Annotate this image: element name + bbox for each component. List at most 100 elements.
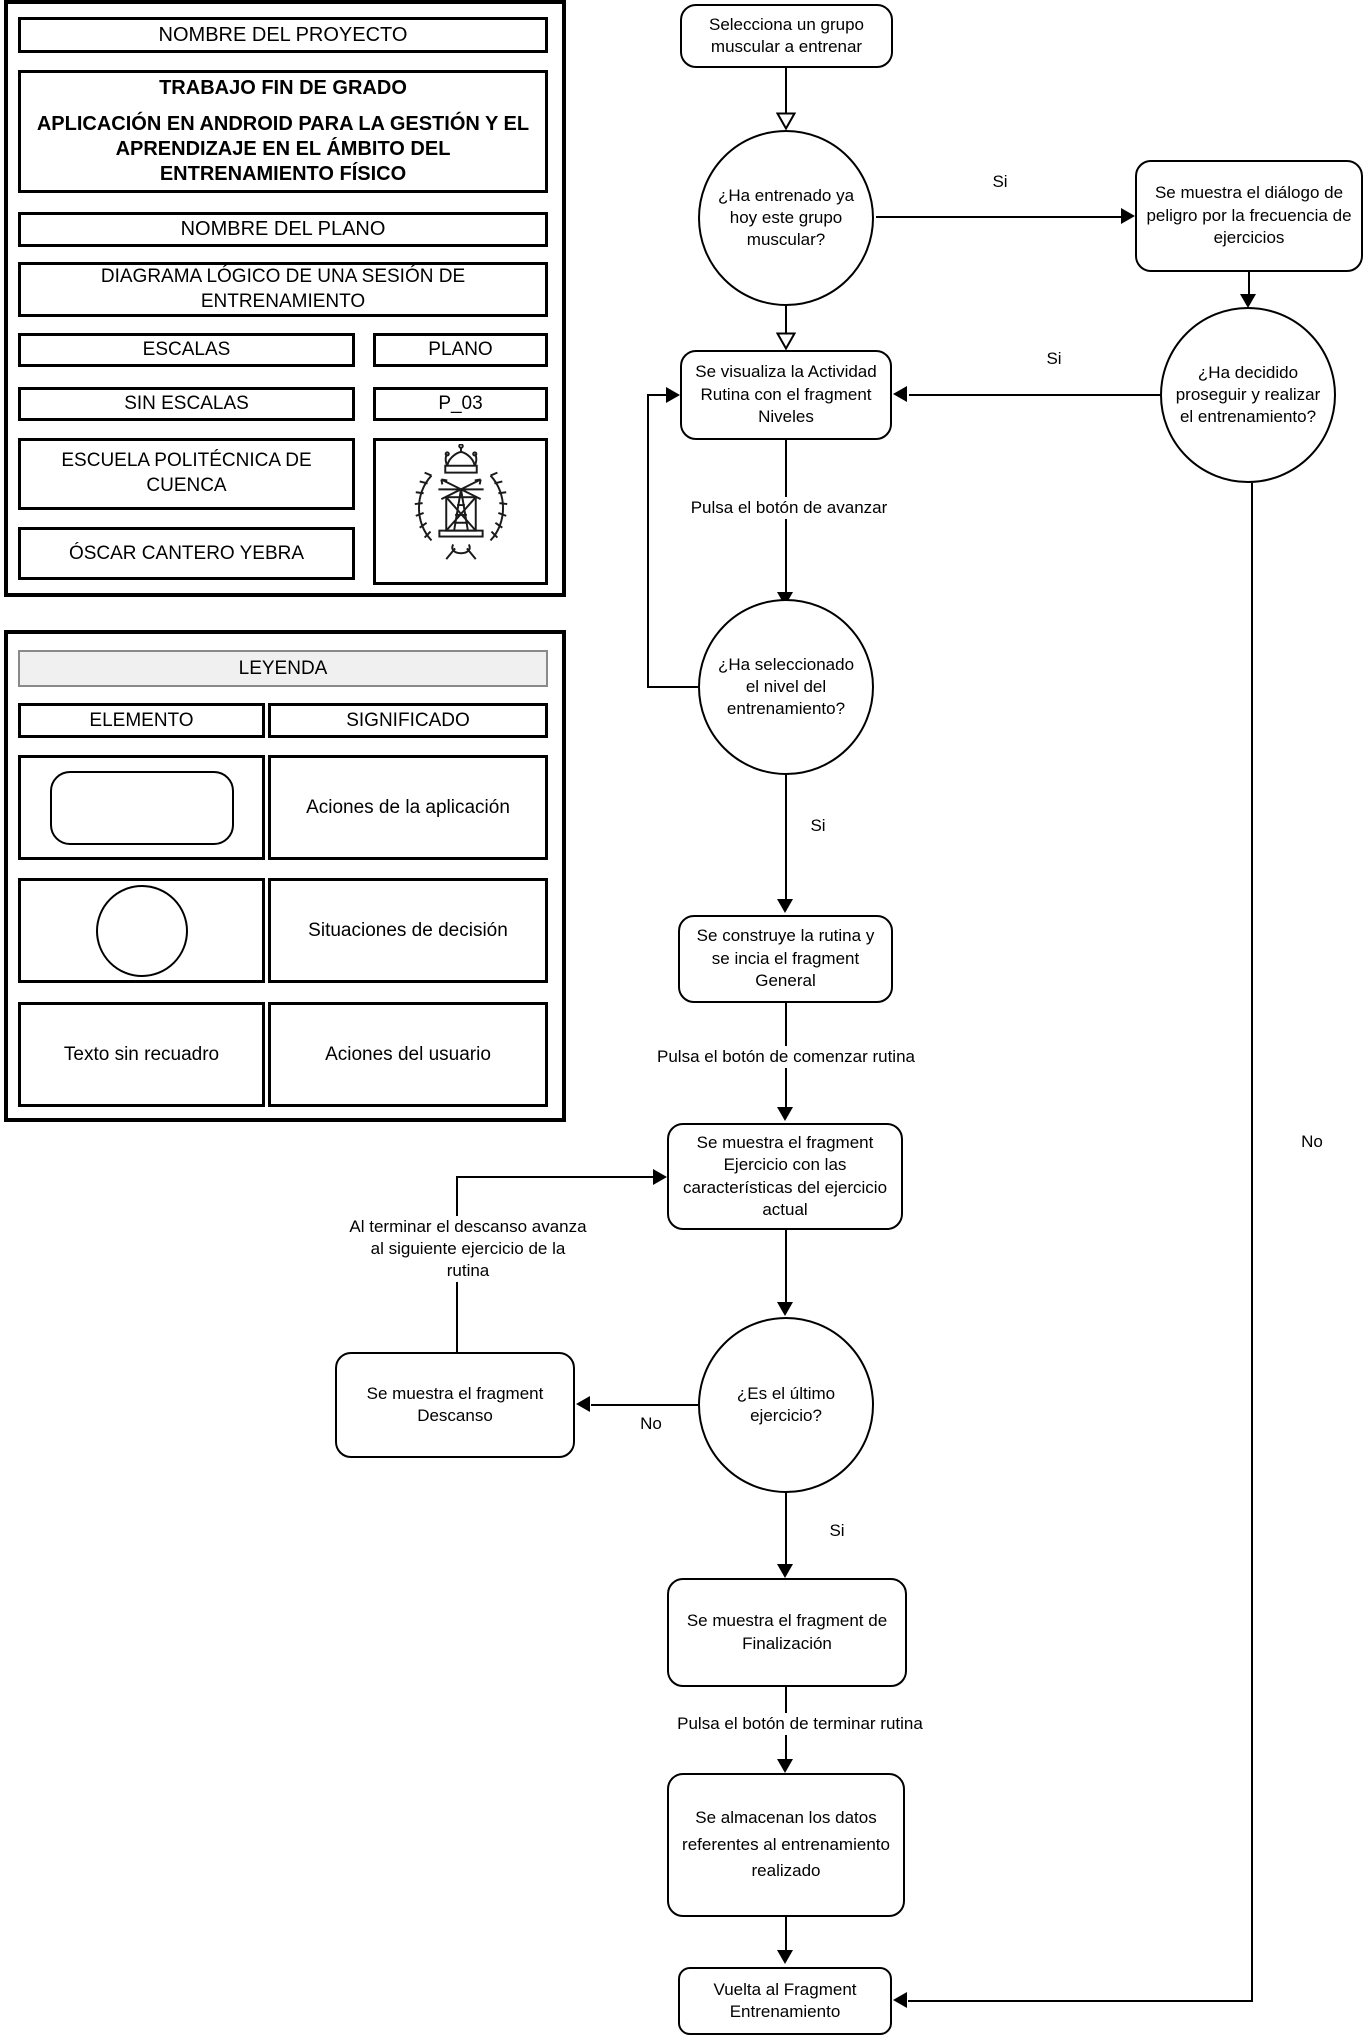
edge-label-no-text: No [1301,1132,1323,1151]
node-exercise-fragment: Se muestra el fragment Ejercicio con las… [667,1123,903,1230]
node-select-group: Selecciona un grupo muscular a entrenar [680,4,893,68]
node-rest-fragment-label: Se muestra el fragment Descanso [366,1383,544,1425]
user-action-rest-loop: Al terminar el descanso avanza al siguie… [348,1216,588,1283]
legend-header: LEYENDA [18,650,548,687]
plan-number-label-box: PLANO [373,333,548,367]
connector-line [456,1176,653,1178]
node-levels-fragment-label: Se visualiza la Actividad Rutina con el … [695,362,877,427]
arrowhead-right-icon [666,387,680,403]
node-exercise-fragment-label: Se muestra el fragment Ejercicio con las… [682,1132,888,1219]
scales-value: SIN ESCALAS [124,393,249,414]
legend-row1-meaning: Aciones de la aplicación [268,755,548,860]
user-action-finish: Pulsa el botón de terminar rutina [650,1713,950,1736]
arrowhead-down-hollow-icon [775,112,797,135]
connector-line [591,1404,698,1406]
rounded-rectangle-symbol [49,770,234,845]
connector-line [785,1230,787,1304]
legend-row1-element [18,755,265,860]
degree-title: TRABAJO FIN DE GRADO [159,76,407,99]
plan-label-box: NOMBRE DEL PLANO [18,212,548,247]
node-finish-fragment: Se muestra el fragment de Finalización [667,1578,907,1687]
edge-label-si-text: Si [829,1521,845,1540]
scales-label-box: ESCALAS [18,333,355,367]
plan-number-value: P_03 [438,393,483,414]
connector-line [1248,272,1250,296]
node-danger-dialog-label: Se muestra el diálogo de peligro por la … [1146,183,1352,248]
circle-symbol [95,884,188,977]
node-last-exercise: ¿Es el último ejercicio? [698,1317,874,1493]
connector-line [785,775,787,901]
legend-block [4,630,566,1122]
connector-line [908,2000,1253,2002]
plan-name: DIAGRAMA LÓGICO DE UNA SESIÓN DE ENTRENA… [100,265,466,312]
node-decided-continue-label: ¿Ha decidido proseguir y realizar el ent… [1175,362,1321,427]
legend-col-meaning-label: SIGNIFICADO [346,709,470,731]
plan-number-label: PLANO [428,339,493,360]
node-build-routine: Se construye la rutina y se incia el fra… [678,915,893,1003]
legend-col-element-label: ELEMENTO [89,709,194,731]
edge-label-no-text: No [640,1414,662,1433]
arrowhead-left-icon [893,1992,907,2008]
user-action-finish-text: Pulsa el botón de terminar rutina [677,1714,923,1733]
user-action-rest-loop-text: Al terminar el descanso avanza al siguie… [349,1217,587,1281]
university-crest-icon [402,443,520,579]
edge-label-no: No [1292,1132,1332,1152]
arrowhead-down-icon [777,1107,793,1121]
scales-label: ESCALAS [142,339,231,360]
edge-label-si: Si [980,172,1020,192]
edge-label-si: Si [798,816,838,836]
arrowhead-down-icon [777,1950,793,1964]
plan-name-box: DIAGRAMA LÓGICO DE UNA SESIÓN DE ENTRENA… [18,262,548,317]
node-store-data-label: Se almacenan los datos referentes al ent… [682,1808,890,1881]
legend-title: LEYENDA [238,657,328,679]
user-action-advance-text: Pulsa el botón de avanzar [690,498,888,517]
arrowhead-down-icon [777,1564,793,1578]
plan-label: NOMBRE DEL PLANO [180,218,386,240]
arrowhead-down-icon [777,1302,793,1316]
user-action-start: Pulsa el botón de comenzar rutina [636,1046,936,1069]
author-box: ÓSCAR CANTERO YEBRA [18,527,355,580]
connector-line [1251,483,1253,2001]
legend-row2-meaning-label: Situaciones de decisión [308,919,508,941]
node-level-selected-label: ¿Ha seleccionado el nivel del entrenamie… [717,654,855,719]
arrowhead-right-icon [1121,208,1135,224]
connector-line [647,686,698,688]
node-rest-fragment: Se muestra el fragment Descanso [335,1352,575,1458]
node-trained-today: ¿Ha entrenado ya hoy este grupo muscular… [698,130,874,306]
node-finish-fragment-label: Se muestra el fragment de Finalización [686,1611,888,1653]
connector-line [876,216,1122,218]
node-build-routine-label: Se construye la rutina y se incia el fra… [696,926,875,991]
legend-row2-element [18,878,265,983]
node-level-selected: ¿Ha seleccionado el nivel del entrenamie… [698,599,874,775]
connector-line [785,68,787,116]
legend-row2-meaning: Situaciones de decisión [268,878,548,983]
scales-value-box: SIN ESCALAS [18,387,355,421]
node-return-fragment: Vuelta al Fragment Entrenamiento [678,1967,892,2035]
project-label-box: NOMBRE DEL PROYECTO [18,17,548,53]
legend-row3-meaning: Aciones del usuario [268,1002,548,1107]
user-action-advance: Pulsa el botón de avanzar [659,497,919,520]
node-store-data: Se almacenan los datos referentes al ent… [667,1773,905,1917]
node-last-exercise-label: ¿Es el último ejercicio? [736,1383,836,1425]
connector-line [909,394,1160,396]
legend-row1-meaning-label: Aciones de la aplicación [306,796,510,818]
plain-text-symbol: Texto sin recuadro [63,1043,220,1065]
arrowhead-down-icon [1240,294,1256,308]
node-trained-today-label: ¿Ha entrenado ya hoy este grupo muscular… [717,185,855,250]
edge-label-si: Si [817,1521,857,1541]
school-box: ESCUELA POLITÉCNICA DE CUENCA [18,438,355,510]
connector-line [785,1493,787,1566]
connector-line [785,1917,787,1952]
node-danger-dialog: Se muestra el diálogo de peligro por la … [1135,160,1363,272]
edge-label-no: No [631,1414,671,1434]
project-title: APLICACIÓN EN ANDROID PARA LA GESTIÓN Y … [36,112,530,185]
connector-line [647,394,666,396]
project-label: NOMBRE DEL PROYECTO [158,23,408,46]
node-decided-continue: ¿Ha decidido proseguir y realizar el ent… [1160,307,1336,483]
arrowhead-down-icon [777,899,793,913]
project-title-box: TRABAJO FIN DE GRADO APLICACIÓN EN ANDRO… [18,70,548,193]
arrowhead-right-icon [653,1169,667,1185]
connector-line [647,395,649,688]
arrowhead-left-icon [576,1396,590,1412]
